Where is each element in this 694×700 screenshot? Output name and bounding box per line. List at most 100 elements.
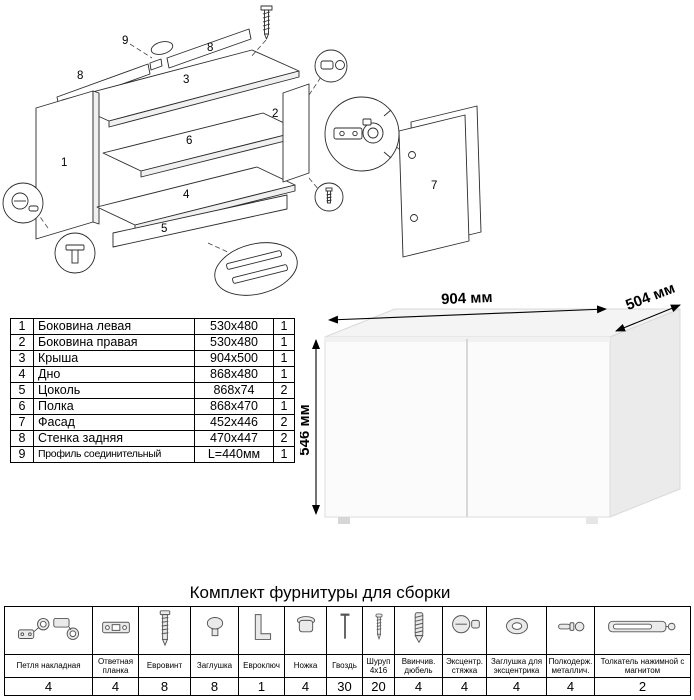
part-qty: 1 (273, 334, 295, 351)
part-size: L=440мм (194, 446, 274, 463)
part-num: 6 (10, 398, 34, 415)
part-name: Дно (33, 366, 195, 383)
hardware-name: Ножка (284, 654, 327, 678)
part-size: 868x74 (194, 382, 274, 399)
camlock-icon (442, 606, 487, 655)
part-qty: 1 (273, 366, 295, 383)
hardware-name: Эксцентр. стяжка (442, 654, 487, 678)
part-name: Крыша (33, 350, 195, 367)
part-num: 3 (10, 350, 34, 367)
hardware-icon-row (4, 606, 691, 655)
hardware-name: Полкодерж. металлич. (546, 654, 595, 678)
part-num: 5 (10, 382, 34, 399)
hardware-name: Евровинт (138, 654, 191, 678)
part-label-9: 9 (122, 35, 128, 47)
part-num: 7 (10, 414, 34, 431)
shelf-pin-icon (546, 606, 595, 655)
part-size: 530x480 (194, 334, 274, 351)
part-label-8a: 8 (77, 70, 83, 82)
part-name: Профиль соединительный (33, 446, 195, 463)
cabinet-foot (586, 517, 598, 524)
connecting-profile (149, 41, 174, 71)
part-label-3: 3 (183, 74, 189, 86)
part-num: 2 (10, 334, 34, 351)
callout-euroscrew (314, 182, 344, 212)
callout-hinge (324, 96, 400, 172)
hardware-qty: 4 (92, 677, 139, 696)
part-name: Цоколь (33, 382, 195, 399)
cam-cap-icon (486, 606, 547, 655)
hardware-name: Ответная планка (92, 654, 139, 678)
part-label-1: 1 (61, 157, 67, 169)
hardware-qty: 8 (138, 677, 191, 696)
part-labels: 9 8 8 3 1 2 6 4 5 7 (61, 35, 437, 235)
door-panel (398, 105, 482, 258)
part-name: Стенка задняя (33, 430, 195, 447)
part-label-5: 5 (161, 223, 167, 235)
leg-icon (284, 606, 327, 655)
part-qty: 1 (273, 446, 295, 463)
callout-hinge-cup (314, 49, 348, 83)
shelf-panel (102, 112, 302, 178)
screw-icon (362, 606, 395, 655)
hardware-qty: 2 (594, 677, 691, 696)
hexkey-icon (238, 606, 285, 655)
hardware-qty: 4 (284, 677, 327, 696)
part-size: 868x480 (194, 366, 274, 383)
cabinet-body (324, 308, 681, 524)
part-name: Боковина правая (33, 334, 195, 351)
hardware-qty: 1 (238, 677, 285, 696)
plinth-panel (112, 194, 288, 248)
hardware-qty: 8 (190, 677, 239, 696)
push-latch-icon (594, 606, 691, 655)
cabinet-render: 904 мм 504 мм 546 мм (300, 282, 681, 524)
hardware-qty: 4 (394, 677, 443, 696)
width-dim-label: 904 мм (441, 289, 493, 308)
part-num: 4 (10, 366, 34, 383)
hardware-qty: 4 (546, 677, 595, 696)
plate-icon (92, 606, 139, 655)
hardware-kit-title: Комплект фурнитуры для сборки (189, 583, 451, 602)
part-name: Полка (33, 398, 195, 415)
hardware-name: Петля накладная (4, 654, 93, 678)
part-label-8b: 8 (207, 42, 213, 54)
part-num: 8 (10, 430, 34, 447)
table-row: 2 Боковина правая 530x480 1 (10, 334, 295, 351)
dowel-icon (394, 606, 443, 655)
part-label-7: 7 (431, 180, 437, 192)
top-panel (61, 49, 300, 128)
hardware-name: Ввинчив. дюбель (394, 654, 443, 678)
part-num: 9 (10, 446, 34, 463)
right-side-panel (282, 83, 310, 183)
table-row: 3 Крыша 904x500 1 (10, 350, 295, 367)
part-qty: 2 (273, 430, 295, 447)
nail-icon (326, 606, 363, 655)
part-label-6: 6 (186, 135, 192, 147)
table-row: 4 Дно 868x480 1 (10, 366, 295, 383)
screw-detail (260, 5, 273, 40)
part-qty: 1 (273, 318, 295, 335)
dimension-arrows (312, 304, 681, 515)
callout-camlock (2, 182, 44, 224)
cabinet-foot (338, 517, 350, 524)
callout-profile (214, 242, 298, 296)
hardware-name: Евроключ (238, 654, 285, 678)
hardware-name: Толкатель нажимной с магнитом (594, 654, 691, 678)
table-row: 9 Профиль соединительный L=440мм 1 (10, 446, 295, 463)
table-row: 1 Боковина левая 530x480 1 (10, 318, 295, 335)
hardware-qty: 4 (4, 677, 93, 696)
part-size: 904x500 (194, 350, 274, 367)
part-label-4: 4 (183, 189, 190, 201)
parts-table: 1 Боковина левая 530x480 1 2 Боковина пр… (10, 318, 295, 463)
exploded-diagram: 9 8 8 3 1 2 6 4 5 7 (2, 5, 482, 296)
hardware-name: Заглушка (190, 654, 239, 678)
part-qty: 2 (273, 414, 295, 431)
cap-icon (190, 606, 239, 655)
dimension-labels: 904 мм 504 мм 546 мм (300, 282, 677, 456)
table-row: 6 Полка 868x470 1 (10, 398, 295, 415)
hardware-name: Заглушка для эксцентрика (486, 654, 547, 678)
callout-foot (54, 232, 96, 274)
part-name: Фасад (33, 414, 195, 431)
hardware-qty: 4 (486, 677, 547, 696)
